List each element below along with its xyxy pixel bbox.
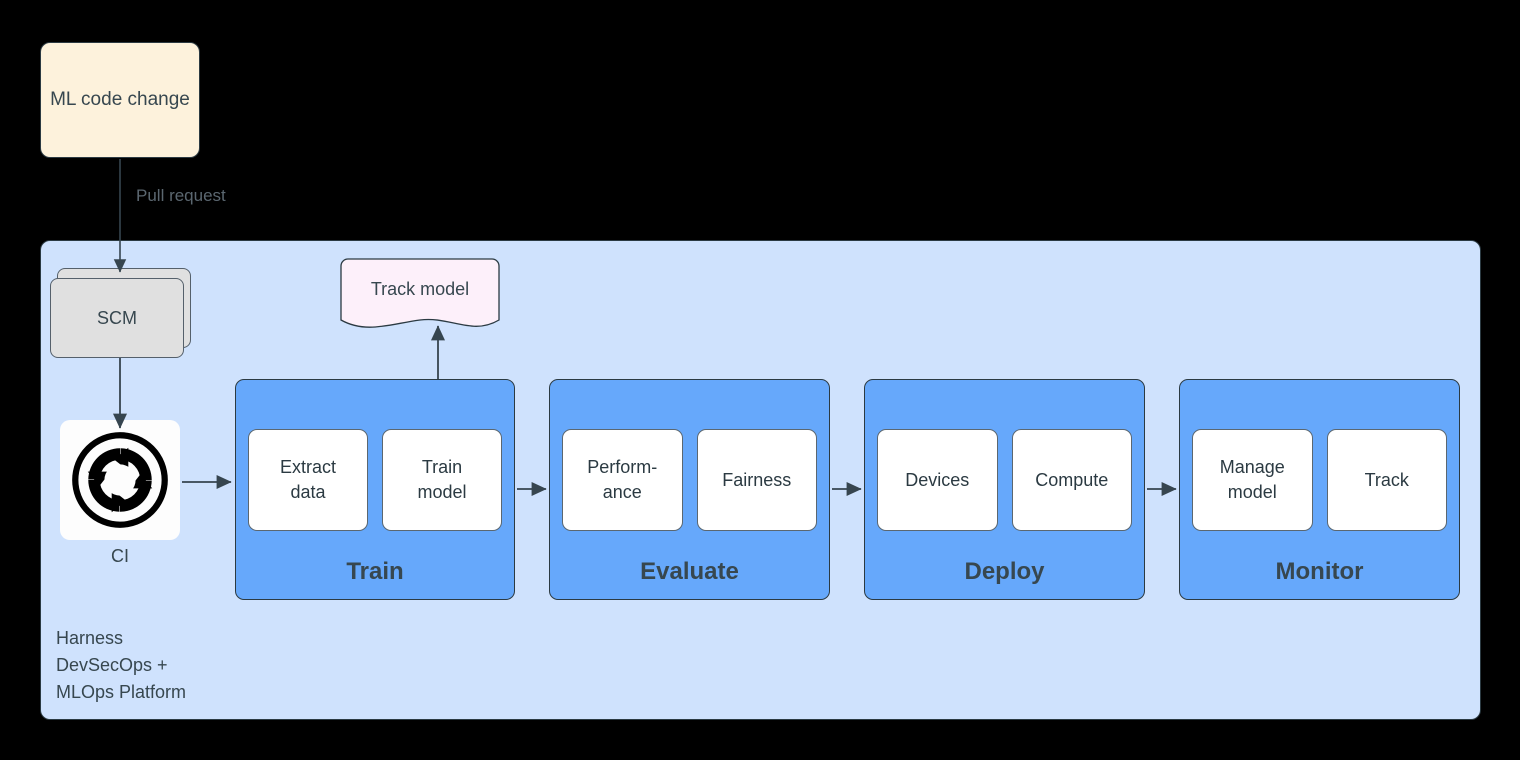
substep-manage-model[interactable]: Manage model: [1192, 429, 1313, 531]
stage-monitor-substeps: Manage model Track: [1192, 429, 1447, 531]
substep-compute[interactable]: Compute: [1011, 429, 1132, 531]
scm-label: SCM: [97, 307, 137, 328]
track-model-note-label: Track model: [370, 278, 470, 299]
stage-monitor-title: Monitor: [1275, 558, 1364, 585]
substep-train-model[interactable]: Train model: [382, 429, 502, 531]
ml-code-change-label: ML code change: [50, 89, 190, 110]
scm-node[interactable]: SCM: [50, 278, 184, 358]
document-wave-shape: [340, 258, 500, 328]
stage-evaluate-substeps: Perform- ance Fairness: [562, 429, 817, 531]
substep-fairness[interactable]: Fairness: [696, 429, 817, 531]
ml-code-change-node[interactable]: ML code change: [40, 42, 200, 158]
track-model-note[interactable]: Track model: [340, 258, 500, 336]
substep-performance[interactable]: Perform- ance: [562, 429, 683, 531]
stage-train-title: Train: [346, 558, 404, 585]
stage-deploy[interactable]: Devices Compute Deploy: [864, 379, 1145, 600]
stage-evaluate-title: Evaluate: [640, 558, 739, 585]
substep-track[interactable]: Track: [1326, 429, 1447, 531]
stage-deploy-substeps: Devices Compute: [877, 429, 1132, 531]
continuous-integration-cycle-icon: [72, 432, 168, 528]
platform-caption: Harness DevSecOps + MLOps Platform: [56, 628, 187, 702]
substep-devices[interactable]: Devices: [877, 429, 998, 531]
stage-monitor[interactable]: Manage model Track Monitor: [1179, 379, 1460, 600]
stage-evaluate[interactable]: Perform- ance Fairness Evaluate: [549, 379, 830, 600]
ci-label: CI: [111, 546, 129, 566]
pull-request-edge-label: Pull request: [136, 186, 226, 205]
ci-node[interactable]: [60, 420, 180, 540]
substep-extract-data[interactable]: Extract data: [248, 429, 368, 531]
stage-deploy-title: Deploy: [964, 558, 1045, 585]
stage-train[interactable]: Extract data Train model Train: [235, 379, 515, 600]
stage-train-substeps: Extract data Train model: [248, 429, 502, 531]
